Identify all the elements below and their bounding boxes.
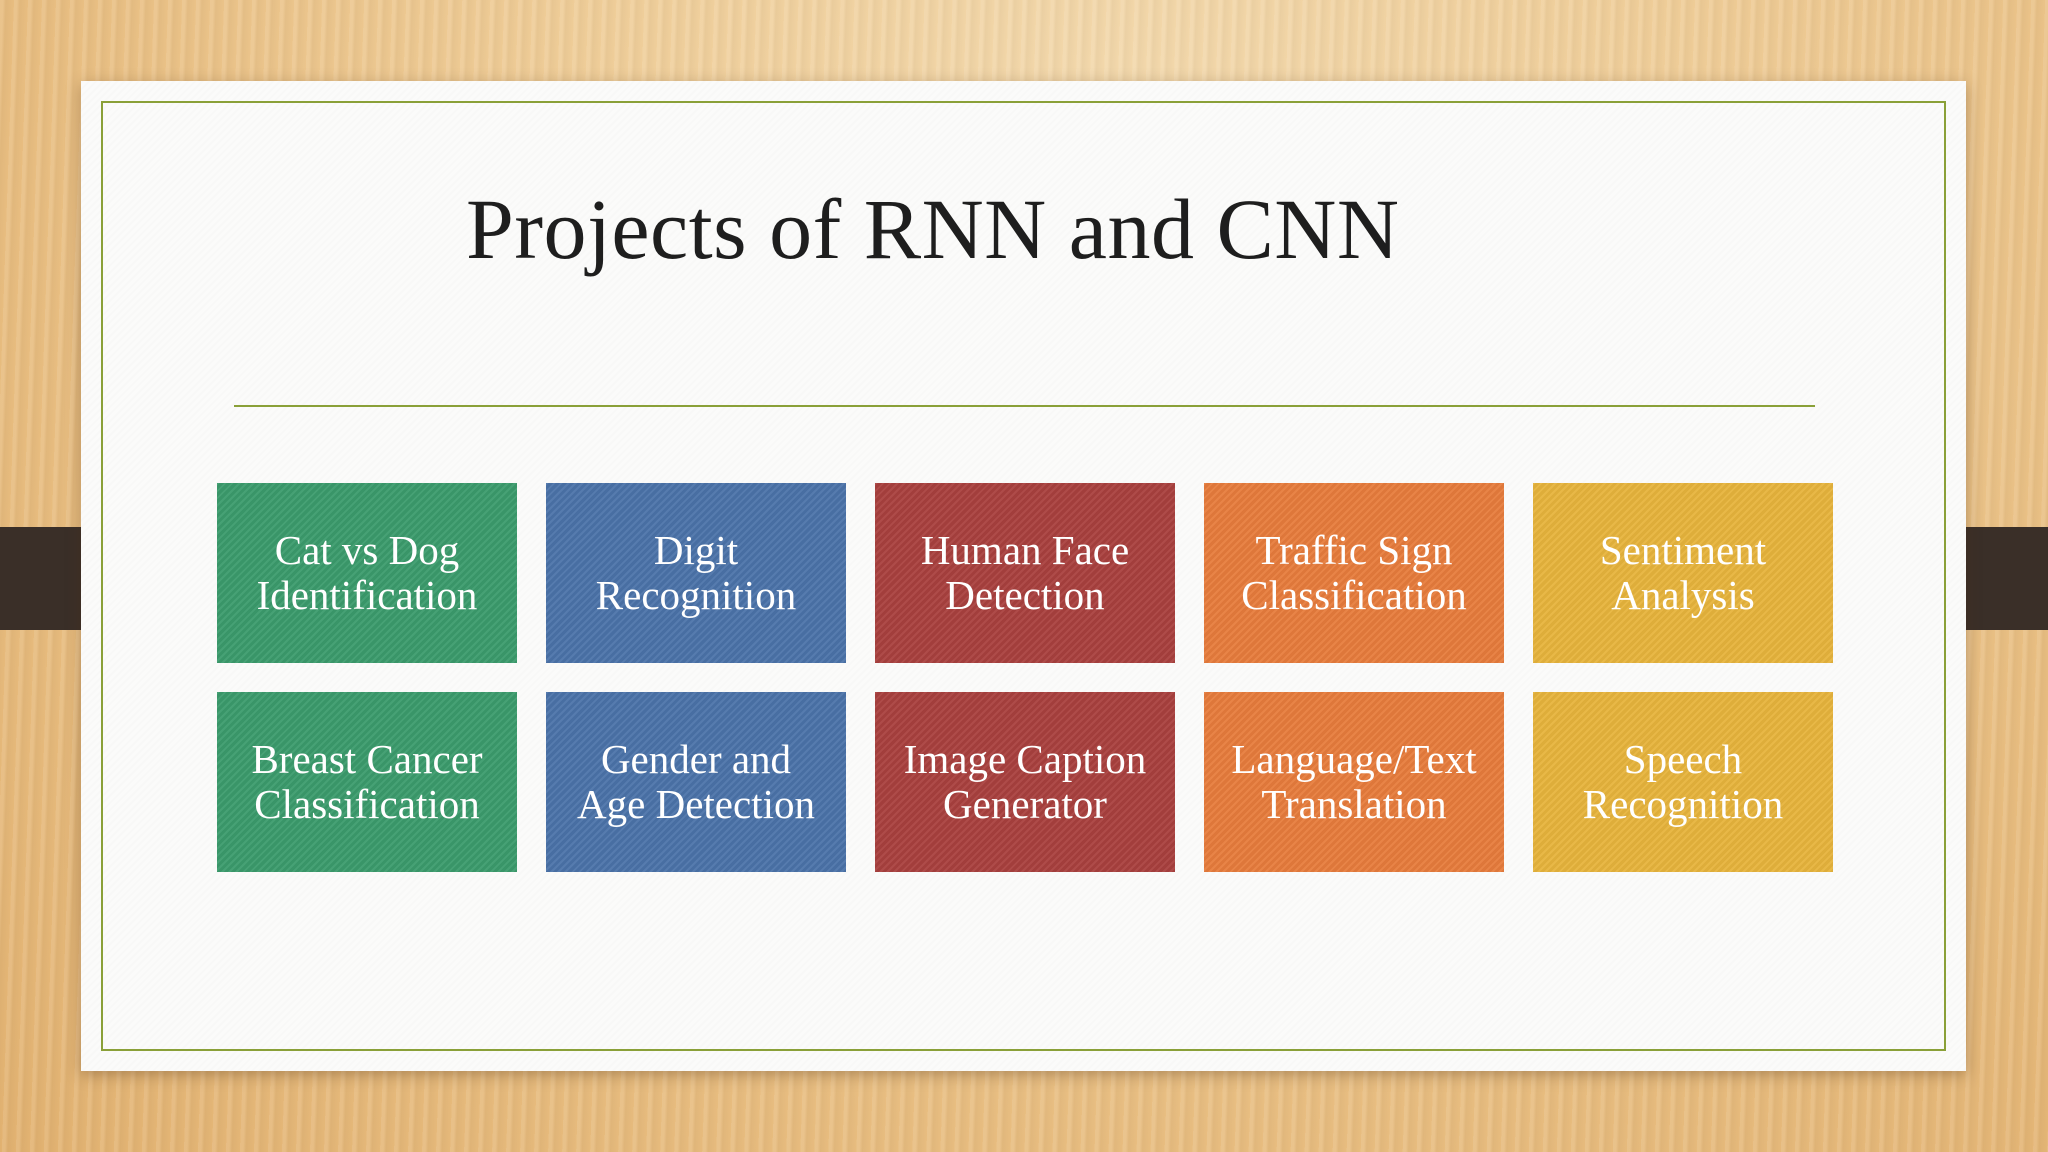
tile-label: Language/Text Translation: [1231, 736, 1477, 827]
tile-label: Speech Recognition: [1582, 736, 1784, 827]
tile-label: Breast Cancer Classification: [251, 736, 483, 827]
tile-label: Human Face Detection: [920, 527, 1130, 618]
slide-title: Projects of RNN and CNN: [466, 181, 1400, 277]
tile-label: Cat vs Dog Identification: [256, 527, 478, 618]
project-tile-breast-cancer: Breast Cancer Classification: [217, 692, 517, 872]
tile-label: Digit Recognition: [595, 527, 797, 618]
tile-label: Image Caption Generator: [903, 736, 1147, 827]
slide-frame-border: [101, 101, 1946, 1051]
project-tile-speech-recognition: Speech Recognition: [1533, 692, 1833, 872]
project-tile-image-caption: Image Caption Generator: [875, 692, 1175, 872]
tile-label: Traffic Sign Classification: [1241, 527, 1467, 618]
project-tile-sentiment-analysis: Sentiment Analysis: [1533, 483, 1833, 663]
title-divider: [234, 405, 1815, 407]
project-tile-digit-recognition: Digit Recognition: [546, 483, 846, 663]
project-tile-human-face-detection: Human Face Detection: [875, 483, 1175, 663]
project-tile-cat-vs-dog: Cat vs Dog Identification: [217, 483, 517, 663]
tile-label: Gender and Age Detection: [577, 736, 815, 827]
project-tile-grid: Cat vs Dog Identification Digit Recognit…: [217, 483, 1835, 872]
slide-paper: Projects of RNN and CNN Cat vs Dog Ident…: [81, 81, 1966, 1071]
project-tile-language-translation: Language/Text Translation: [1204, 692, 1504, 872]
project-tile-traffic-sign: Traffic Sign Classification: [1204, 483, 1504, 663]
project-tile-gender-age: Gender and Age Detection: [546, 692, 846, 872]
tile-label: Sentiment Analysis: [1599, 527, 1767, 618]
